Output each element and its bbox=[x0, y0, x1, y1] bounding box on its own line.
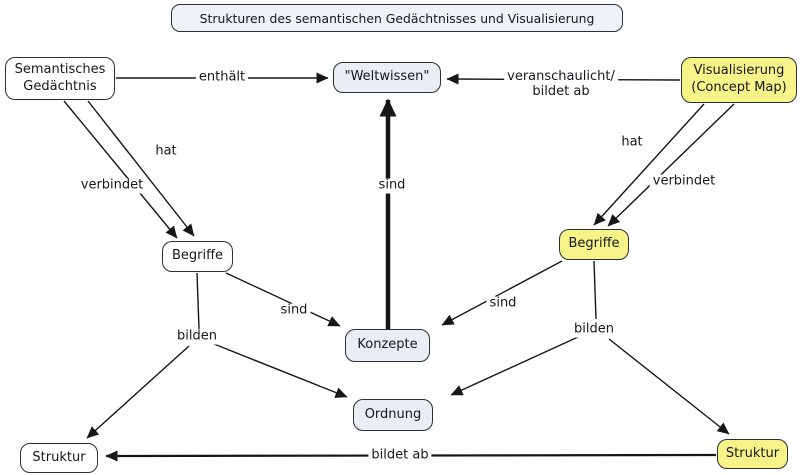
edge-verbindet-rechts bbox=[607, 103, 735, 227]
node-struktur-rechts[interactable]: Struktur bbox=[717, 439, 788, 469]
edge-hat-rechts bbox=[593, 103, 705, 226]
edge-label-sind-mitte: sind bbox=[375, 178, 409, 194]
edge-label-hat-rechts: hat bbox=[618, 135, 646, 151]
node-konzepte[interactable]: Konzepte bbox=[345, 329, 430, 362]
node-ordnung[interactable]: Ordnung bbox=[353, 399, 433, 431]
edge-bilden-rechts-stem bbox=[593, 260, 597, 320]
edge-label-hat-links: hat bbox=[152, 144, 180, 160]
node-struktur-links[interactable]: Struktur bbox=[20, 443, 98, 473]
edge-label-enthaelt: enthält bbox=[195, 70, 249, 86]
node-visualisierung[interactable]: Visualisierung (Concept Map) bbox=[681, 57, 797, 103]
edge-verbindet-links bbox=[63, 100, 178, 239]
edge-bilden-links-ordnung bbox=[213, 343, 348, 398]
node-begriffe-links[interactable]: Begriffe bbox=[162, 241, 233, 272]
edge-bilden-links-struktur bbox=[86, 345, 190, 439]
node-begriffe-rechts[interactable]: Begriffe bbox=[559, 229, 629, 260]
edge-label-verbindet-rechts: verbindet bbox=[649, 174, 719, 190]
node-semantisches-gedaechtnis[interactable]: Semantisches Gedächtnis bbox=[5, 57, 115, 100]
map-title: Strukturen des semantischen Gedächtnisse… bbox=[171, 4, 623, 32]
node-weltwissen[interactable]: "Weltwissen" bbox=[333, 62, 441, 93]
edge-label-veranschaulicht: veranschaulicht/ bildet ab bbox=[504, 69, 618, 100]
edge-label-bildet-ab: bildet ab bbox=[368, 448, 432, 464]
edge-label-sind-links: sind bbox=[277, 303, 311, 319]
edge-hat-links bbox=[87, 100, 195, 237]
edge-bilden-links-stem bbox=[196, 272, 200, 330]
edge-label-verbindet-links: verbindet bbox=[77, 178, 147, 194]
edge-bilden-rechts-ordnung bbox=[450, 336, 579, 396]
edge-label-bilden-rechts: bilden bbox=[571, 322, 617, 338]
edge-sind-rechts bbox=[441, 260, 563, 326]
edge-label-sind-rechts: sind bbox=[486, 296, 520, 312]
edge-label-bilden-links: bilden bbox=[174, 329, 220, 345]
edge-bilden-rechts-struktur bbox=[608, 338, 730, 435]
